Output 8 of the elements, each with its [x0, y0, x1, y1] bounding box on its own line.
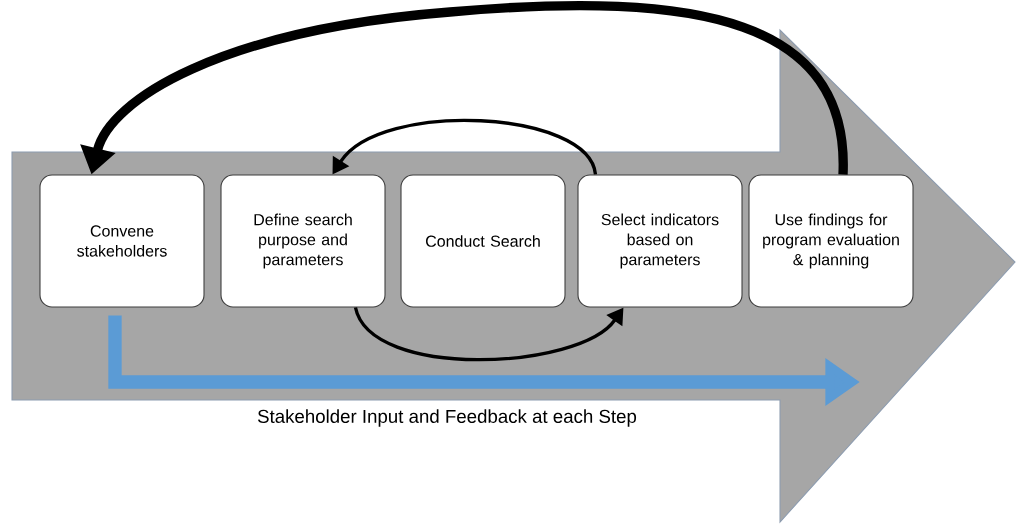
process-box: Convene stakeholders — [39, 174, 205, 308]
process-box: Select indicators based on parameters — [577, 174, 743, 308]
caption-text: Stakeholder Input and Feedback at each Step — [257, 409, 637, 427]
curved-arrow — [332, 119, 598, 176]
process-box: Conduct Search — [400, 174, 566, 308]
process-box: Use findings for program evaluation & planning — [748, 174, 914, 308]
curved-arrow — [353, 306, 624, 362]
process-box: Define search purpose and parameters — [220, 174, 386, 308]
